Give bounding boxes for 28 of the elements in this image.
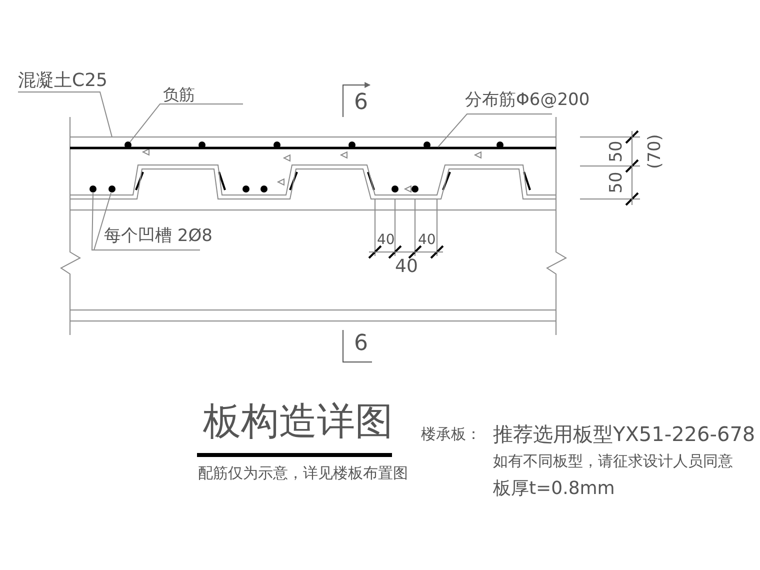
leader-line	[94, 192, 112, 250]
caption: 配筋仅为示意，详见楼板布置图	[198, 466, 408, 481]
callout-text: 混凝土C25	[18, 72, 108, 92]
callout-text: 分布筋Φ6@200	[465, 92, 590, 114]
leader-line	[92, 192, 200, 250]
rebar-dot	[90, 186, 96, 192]
callout-text: 负筋	[163, 87, 195, 104]
leader-line	[130, 104, 244, 142]
leader-line	[18, 92, 112, 138]
note-text: 推荐选用板型YX51-226-678	[493, 424, 756, 444]
dimension-value: 50	[608, 172, 626, 194]
title: 板构造详图	[203, 402, 393, 440]
callout-text: 每个凹槽 2Ø8	[92, 228, 212, 250]
dimension-value: 40	[395, 258, 418, 276]
leader-line	[438, 114, 552, 148]
dimension-value: 40	[418, 233, 436, 247]
note-text: 板厚t=0.8mm	[493, 480, 615, 498]
section-number: 6	[354, 92, 368, 114]
dimension-value: (70)	[646, 134, 664, 169]
rebar-dot	[108, 186, 116, 192]
note-text: 楼承板：	[421, 427, 481, 442]
note-text: 如有不同板型，请征求设计人员同意	[493, 454, 733, 469]
rebar-dot	[124, 142, 132, 148]
slab-top-line	[70, 136, 556, 138]
rebar-line	[70, 146, 556, 150]
section-number: 6	[354, 333, 368, 355]
dimension-value: 40	[377, 233, 395, 247]
dimension-value: 50	[608, 140, 626, 162]
